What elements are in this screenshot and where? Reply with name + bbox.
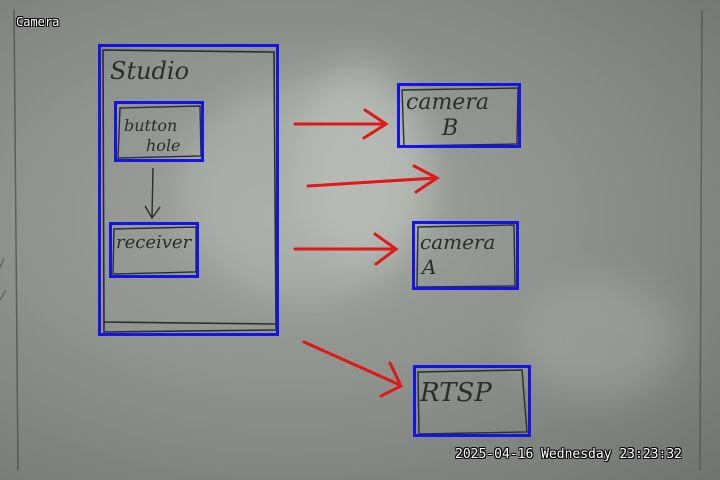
detection-box-camera-a[interactable] [412, 221, 519, 290]
receiver-label: receiver [116, 232, 192, 253]
camera-a-label-line2: A [422, 255, 437, 279]
camera-b-label-line1: camera [406, 90, 489, 115]
camera-name-overlay: Camera [16, 15, 60, 29]
detection-box-studio[interactable] [98, 44, 279, 336]
button-hole-label-line1: button [124, 116, 178, 135]
camera-b-label-line2: B [442, 116, 459, 141]
arrow-to-empty [306, 164, 440, 194]
arrow-to-camera-b [293, 108, 389, 140]
camera-a-label-line1: camera [420, 230, 496, 254]
rtsp-label: RTSP [420, 378, 492, 408]
camera-b-sketch [401, 87, 519, 147]
studio-label: Studio [110, 57, 190, 85]
board-mark-left [0, 257, 7, 301]
arrow-to-camera-a [293, 232, 399, 266]
arrow-to-rtsp [302, 340, 403, 398]
camera-a-sketch [416, 224, 516, 288]
button-hole-label-line2: hole [146, 136, 181, 155]
rtsp-sketch [417, 369, 528, 435]
board-edge-right [699, 9, 703, 471]
detection-box-button-hole[interactable] [114, 101, 204, 162]
detection-box-receiver[interactable] [109, 222, 199, 278]
board-edge-left [13, 9, 19, 471]
down-arrow [144, 167, 161, 220]
detection-box-rtsp[interactable] [413, 365, 531, 437]
red-arrows [293, 108, 440, 398]
timestamp-overlay: 2025-04-16 Wednesday 23:23:32 [455, 447, 682, 462]
detection-box-camera-b[interactable] [397, 83, 521, 148]
